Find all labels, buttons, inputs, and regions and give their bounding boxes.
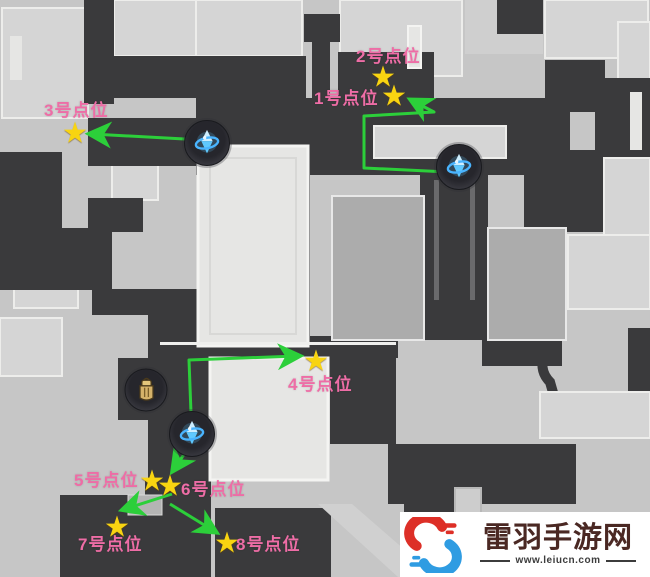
watermark-url: www.leiucn.com bbox=[515, 555, 601, 567]
watermark-title: 雷羽手游网 bbox=[482, 521, 633, 554]
route-point6-to-point8 bbox=[169, 502, 221, 535]
route-teleport1-to-point3 bbox=[84, 121, 204, 149]
route-teleport3-to-point56 bbox=[169, 445, 197, 476]
watermark: 雷羽手游网 www.leiucn.com bbox=[400, 512, 650, 577]
route-point6-to-point7 bbox=[117, 490, 173, 516]
divider-line bbox=[606, 559, 637, 562]
route-teleport2-to-point1 bbox=[362, 97, 449, 174]
divider-line bbox=[479, 559, 510, 562]
leiyu-logo-icon bbox=[404, 516, 462, 573]
route-teleport3-to-point4 bbox=[187, 343, 305, 414]
